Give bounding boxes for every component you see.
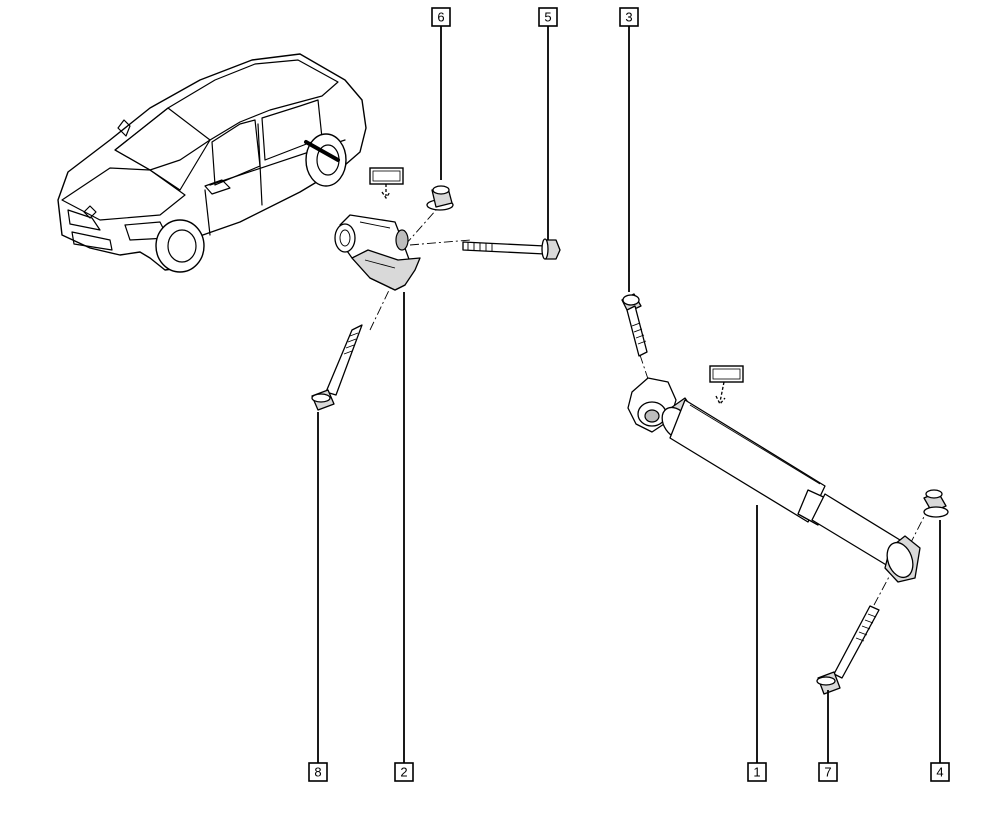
callout-label: 6 (437, 10, 444, 25)
callout-label: 5 (544, 10, 551, 25)
flange-nut-6 (426, 185, 454, 211)
callout-5: 5 (538, 7, 558, 27)
bolt-3 (621, 293, 648, 357)
replace-part-tag-icon (709, 365, 744, 406)
callout-label: 3 (625, 10, 632, 25)
callout-1: 1 (747, 762, 767, 782)
leader-lines (317, 26, 941, 763)
callout-7: 7 (818, 762, 838, 782)
shock-absorber-1 (627, 377, 921, 583)
callout-label: 2 (400, 765, 407, 780)
callout-3: 3 (619, 7, 639, 27)
bolt-7 (816, 605, 880, 695)
callout-8: 8 (308, 762, 328, 782)
callout-label: 8 (314, 765, 321, 780)
callout-label: 1 (753, 765, 760, 780)
callout-label: 4 (936, 765, 943, 780)
bolt-8 (311, 324, 363, 411)
flange-nut-4 (923, 489, 949, 518)
callout-4: 4 (930, 762, 950, 782)
callout-6: 6 (431, 7, 451, 27)
callout-2: 2 (394, 762, 414, 782)
vehicle-locator-icon (57, 53, 367, 273)
bolt-5 (462, 238, 561, 260)
replace-part-tag-icon (369, 167, 404, 200)
callout-label: 7 (824, 765, 831, 780)
bushing-bracket-2 (334, 214, 421, 291)
